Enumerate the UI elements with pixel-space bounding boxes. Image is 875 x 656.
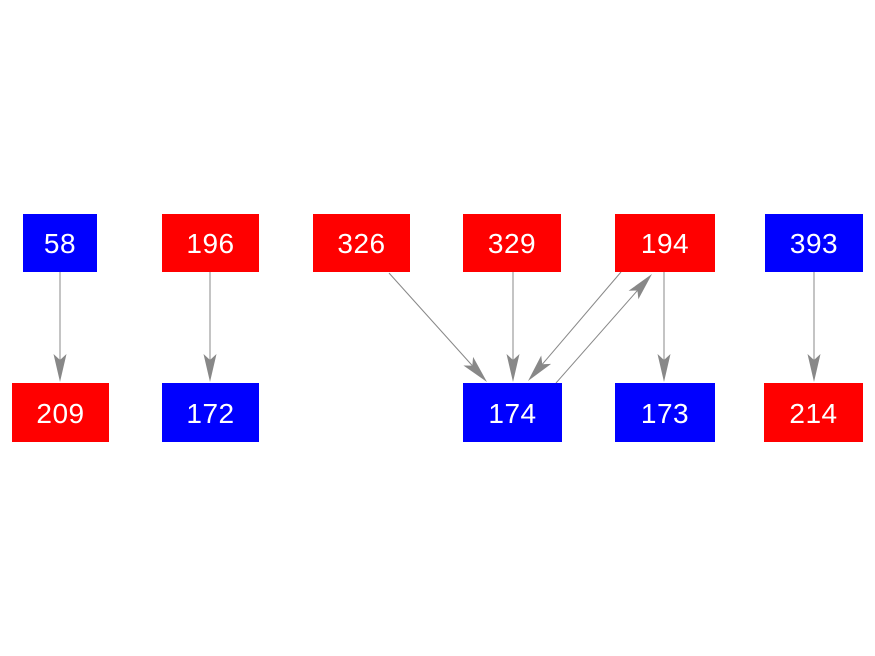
arrowhead-icon [528,355,552,381]
graph-node-label: 329 [487,228,537,259]
graph-node-label: 209 [36,397,85,429]
graph-node-172: 172 [162,383,259,442]
graph-node-194: 194 [615,214,715,272]
graph-node-label: 326 [337,228,386,259]
graph-node-58: 58 [23,214,97,272]
arrowhead-icon [807,354,821,382]
graph-node-label: 173 [640,397,690,429]
arrowhead-icon [506,354,520,382]
graph-node-173: 173 [615,383,715,442]
graph-node-label: 174 [488,397,537,429]
arrowhead-icon [628,274,652,300]
graph-node-label: 58 [43,228,77,259]
arrowhead-icon [203,354,217,382]
graph-node-209: 209 [12,383,109,442]
edge-line-326-to-174 [388,272,473,366]
graph-node-196: 196 [162,214,259,272]
graph-node-label: 194 [640,228,690,259]
graph-node-label: 393 [789,228,839,259]
edge-line-174-to-194 [555,290,638,384]
graph-node-214: 214 [764,383,863,442]
graph-node-174: 174 [463,383,562,442]
arrowhead-icon [463,356,487,382]
graph-node-label: 172 [186,397,235,429]
graph-node-329: 329 [463,214,561,272]
edge-line-194-to-174 [541,271,622,365]
arrowhead-icon [657,354,671,382]
graph-node-393: 393 [765,214,863,272]
graph-node-label: 214 [789,397,838,429]
graph-node-label: 196 [186,228,235,259]
arrowhead-icon [53,354,67,382]
graph-node-326: 326 [313,214,410,272]
